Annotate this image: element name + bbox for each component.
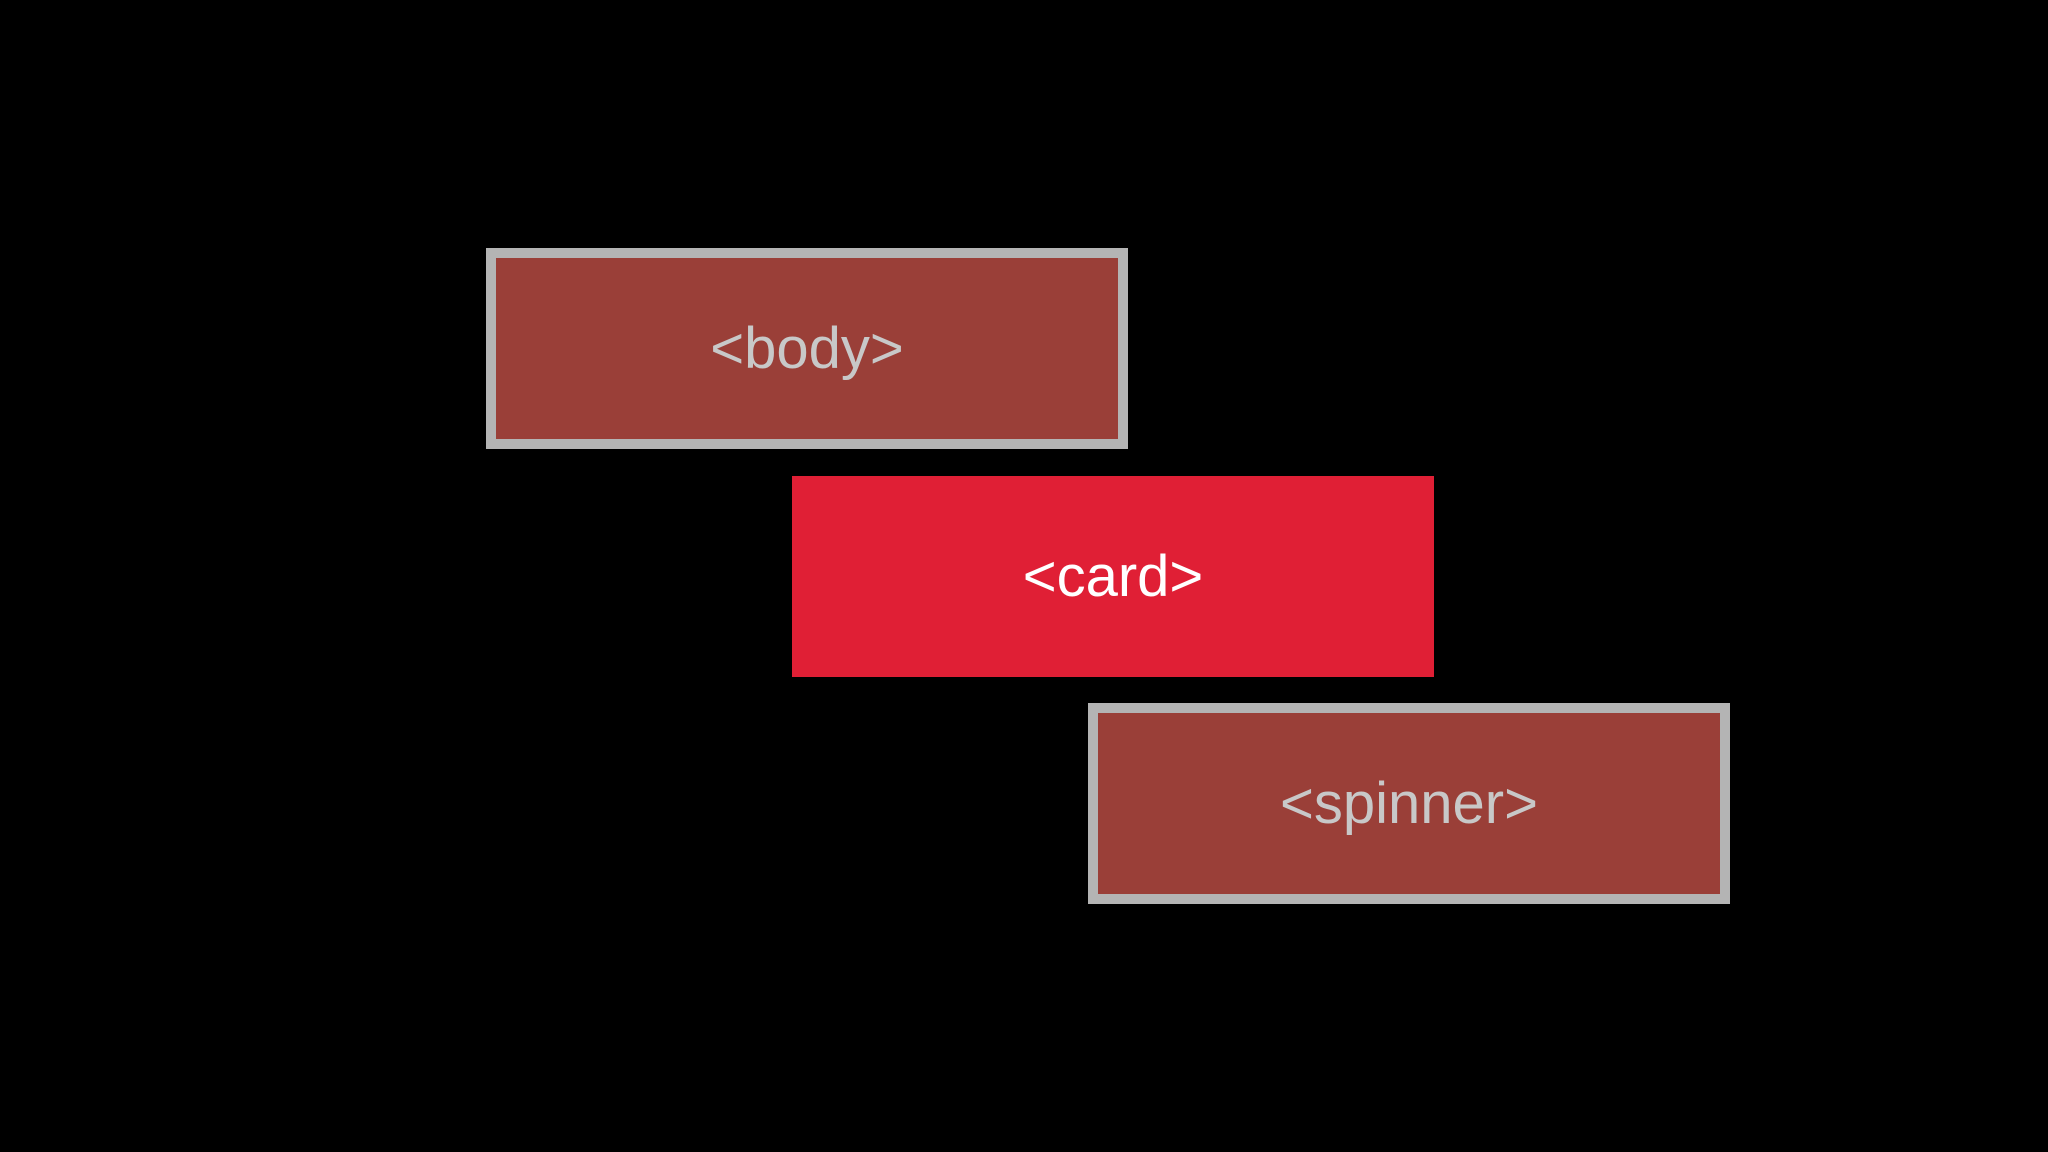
node-card-label: <card> [1022, 543, 1204, 609]
node-card: <card> [792, 476, 1434, 677]
node-spinner: <spinner> [1088, 703, 1730, 904]
node-body: <body> [486, 248, 1128, 449]
node-spinner-label: <spinner> [1280, 770, 1538, 836]
node-body-label: <body> [710, 315, 904, 381]
